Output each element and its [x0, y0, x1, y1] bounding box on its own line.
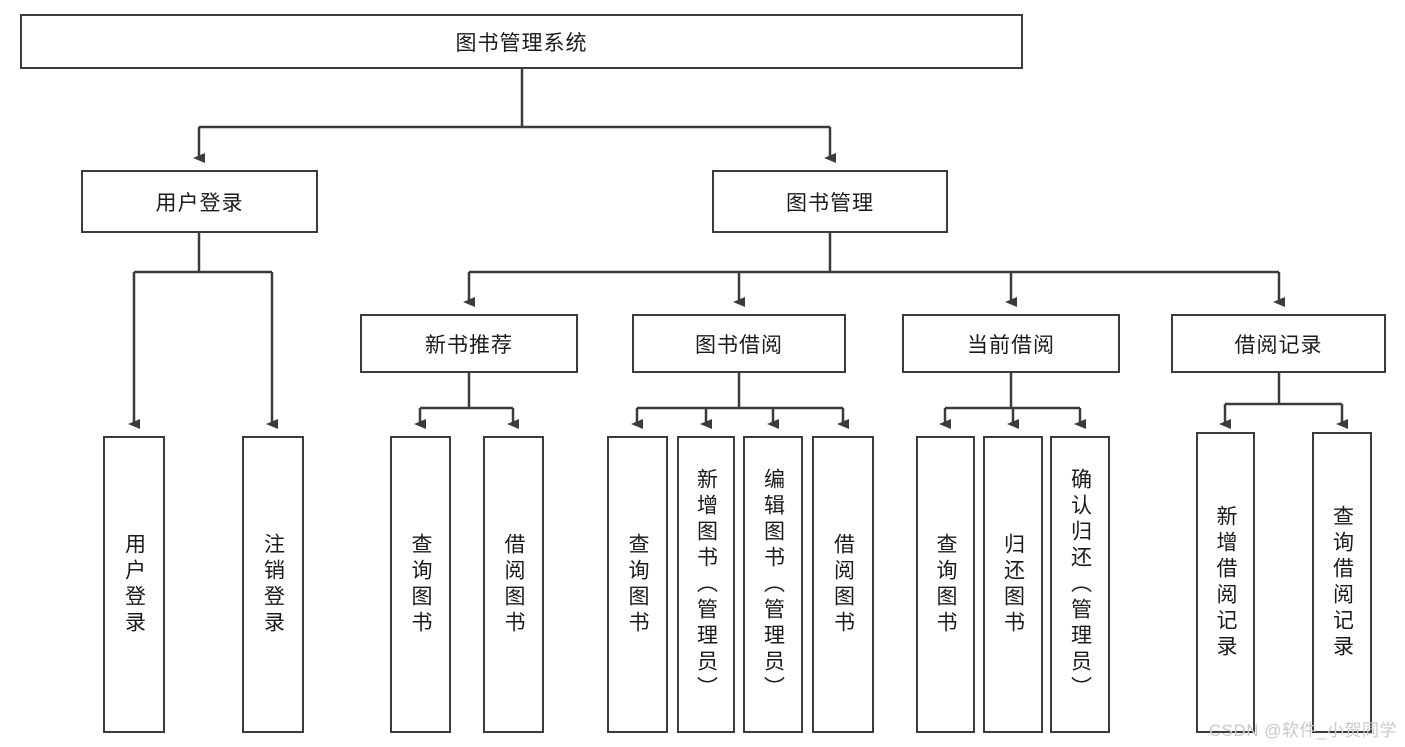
node-label: 图书借阅	[695, 333, 783, 357]
node-root-system[interactable]: 图书管理系统	[20, 14, 1023, 69]
node-user-login[interactable]: 用户登录	[81, 170, 318, 233]
node-label: 新增借阅记录	[1214, 504, 1237, 661]
node-label: 借阅记录	[1234, 333, 1323, 357]
leaf-newbook-query-book[interactable]: 查询图书	[390, 436, 451, 733]
leaf-borrowrecord-add-record[interactable]: 新增借阅记录	[1196, 432, 1255, 733]
node-label: 查询借阅记录	[1330, 504, 1354, 661]
node-label: 新增图书（管理员）	[694, 467, 718, 702]
node-label: 编辑图书（管理员）	[761, 467, 785, 702]
leaf-currentborrow-confirm-return-admin[interactable]: 确认归还（管理员）	[1050, 436, 1110, 733]
node-label: 借阅图书	[502, 532, 525, 637]
node-label: 确认归还（管理员）	[1068, 467, 1092, 702]
node-label: 注销登录	[261, 532, 285, 637]
node-label: 借阅图书	[831, 532, 855, 637]
node-label: 图书管理系统	[455, 31, 588, 55]
leaf-user-login-login[interactable]: 用户登录	[103, 436, 165, 733]
leaf-currentborrow-return-book[interactable]: 归还图书	[983, 436, 1043, 733]
leaf-newbook-borrow-book[interactable]: 借阅图书	[483, 436, 544, 733]
node-book-borrow[interactable]: 图书借阅	[632, 314, 846, 373]
node-label: 查询图书	[934, 532, 957, 637]
node-borrow-record[interactable]: 借阅记录	[1171, 314, 1386, 373]
node-label: 查询图书	[626, 532, 649, 637]
node-label: 当前借阅	[967, 333, 1055, 357]
leaf-currentborrow-query-book[interactable]: 查询图书	[916, 436, 975, 733]
node-book-management[interactable]: 图书管理	[712, 170, 948, 233]
leaf-borrowrecord-query-record[interactable]: 查询借阅记录	[1312, 432, 1372, 733]
node-label: 查询图书	[409, 532, 432, 637]
node-new-book-recommend[interactable]: 新书推荐	[360, 314, 578, 373]
node-label: 归还图书	[1001, 532, 1025, 637]
leaf-user-login-logout[interactable]: 注销登录	[242, 436, 304, 733]
node-label: 新书推荐	[425, 333, 513, 357]
watermark: CSDN @软件_小贺同学	[1208, 721, 1397, 740]
leaf-bookborrow-borrow-book[interactable]: 借阅图书	[812, 436, 874, 733]
node-label: 用户登录	[155, 191, 244, 215]
leaf-bookborrow-query-book[interactable]: 查询图书	[607, 436, 668, 733]
leaf-bookborrow-add-book-admin[interactable]: 新增图书（管理员）	[677, 436, 735, 733]
leaf-bookborrow-edit-book-admin[interactable]: 编辑图书（管理员）	[743, 436, 803, 733]
node-label: 用户登录	[122, 532, 146, 637]
node-label: 图书管理	[786, 191, 874, 215]
node-current-borrow[interactable]: 当前借阅	[902, 314, 1120, 373]
